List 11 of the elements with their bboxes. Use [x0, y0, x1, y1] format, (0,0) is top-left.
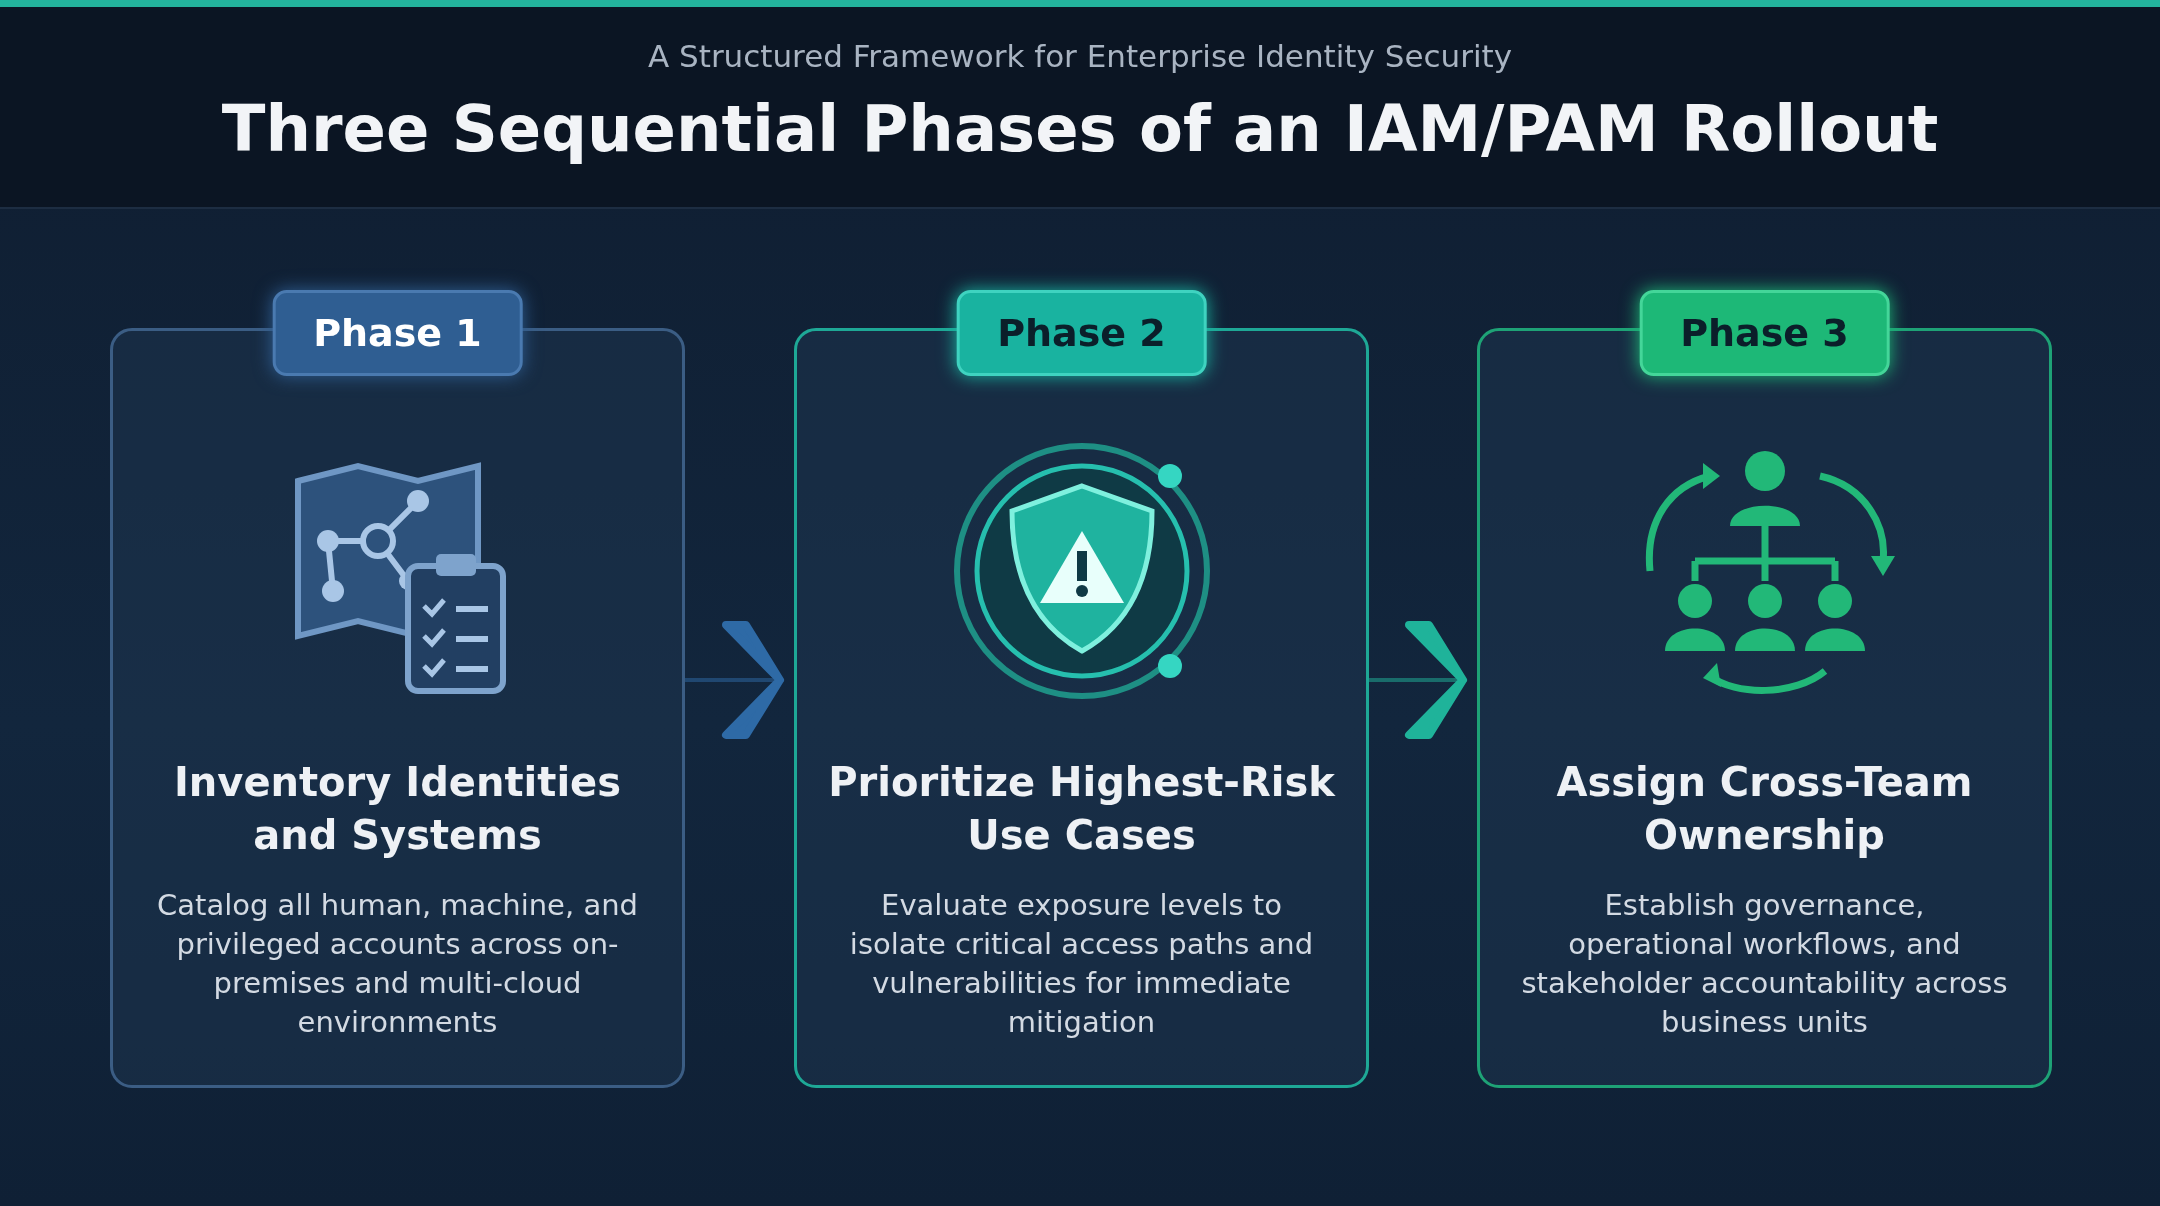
phase-description: Establish governance, operational workflows, and stakeholder accountability across business units	[1520, 887, 2009, 1041]
phase-title: Inventory Identities and Systems	[172, 758, 623, 860]
phase-description: Evaluate exposure levels to isolate critical access paths and vulnerabilities for immediate mitigation	[848, 887, 1315, 1041]
phase-label: Phase 1	[272, 290, 523, 376]
phase-description: Catalog all human, machine, and privileged accounts across on-premises and multi-cloud environments	[156, 887, 639, 1041]
phase-title: Prioritize Highest-Risk Use Cases	[827, 758, 1336, 860]
subtitle: A Structured Framework for Enterprise Identity Security	[648, 38, 1512, 74]
phase-label: Phase 3	[1639, 290, 1890, 376]
phase-label: Phase 2	[956, 290, 1207, 376]
title: Three Sequential Phases of an IAM/PAM Rollout	[221, 92, 1939, 166]
phase-title: Assign Cross-Team Ownership	[1555, 758, 1974, 860]
